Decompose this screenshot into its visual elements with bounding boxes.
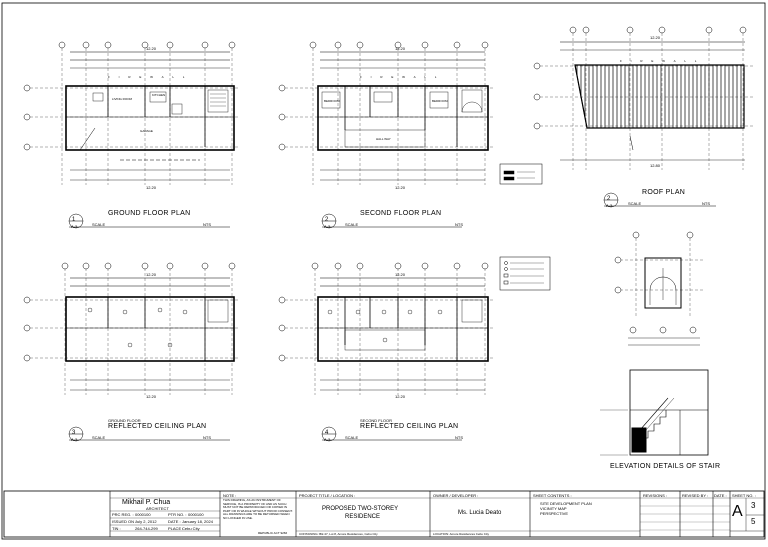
ptr-value: 0000100 xyxy=(188,512,204,517)
architect-name: Mikhail P. Chua xyxy=(122,499,171,506)
roof-overall-dim: 12.20 xyxy=(650,35,661,40)
sf-bottom-dim: 12.20 xyxy=(395,185,406,190)
issued-label: ISSUED ON : xyxy=(112,519,137,524)
sheet-letter: A xyxy=(732,503,743,520)
rcp1-ref: A-3 xyxy=(71,437,78,442)
ground-plan-title: GROUND FLOOR PLAN xyxy=(108,210,191,217)
sheet-contents-header: SHEET CONTENTS : xyxy=(533,493,572,498)
second-plan-nts: NTS xyxy=(455,222,463,227)
ground-floor-plan: F I R E W A L L LIVING ROOM KITCHEN GARA… xyxy=(23,41,240,185)
sheet-content-1: SITE DEVELOPMENT PLAN xyxy=(540,501,592,506)
gf-bottom-dim: 12.20 xyxy=(146,185,157,190)
sheet-number: 3 xyxy=(751,501,756,510)
project-header: PROJECT TITLE / LOCATION : xyxy=(299,493,356,498)
second-plan-num: 2 xyxy=(325,217,329,223)
date-header: DATE : xyxy=(714,493,727,498)
second-floor-plan: F I R E W A L L BEDROOM BEDROOM HALL WAY xyxy=(278,41,495,185)
prc-value: 0000100 xyxy=(135,512,151,517)
sheet-content-3: PERSPECTIVE xyxy=(540,511,569,516)
sheet-content-2: VICINITY MAP xyxy=(540,506,567,511)
ref-label: REPUBLIC ACT 9266 xyxy=(258,531,288,535)
svg-text:HALL WAY: HALL WAY xyxy=(376,137,391,141)
date-value: January 18, 2024 xyxy=(182,519,213,524)
ground-plan-ref: A-3 xyxy=(71,224,78,229)
roof-plan-ref: A-3 xyxy=(606,203,613,208)
tin-value: 264-744-299 xyxy=(135,526,158,531)
svg-text:F I R E W A L L: F I R E W A L L xyxy=(620,59,700,63)
rcp2-bottom-dim: 12.20 xyxy=(395,394,406,399)
gf-overall-dim: 12.20 xyxy=(146,46,157,51)
svg-text:KITCHEN: KITCHEN xyxy=(152,93,165,97)
rcp1-scale: SCALE xyxy=(92,435,106,440)
roof-plan-title: ROOF PLAN xyxy=(642,189,686,196)
ptr-label: PTR NO. : xyxy=(168,512,187,517)
owner-location: LOCATION: Amore Residences Cebu City xyxy=(433,532,489,536)
owner-header: OWNER / DEVELOPER : xyxy=(433,493,479,498)
second-plan-ref: A-3 xyxy=(324,224,331,229)
ground-plan-num: 1 xyxy=(72,217,76,223)
title-block-frame xyxy=(3,490,765,538)
ground-plan-nts: NTS xyxy=(203,222,211,227)
sf-overall-dim: 12.20 xyxy=(395,46,406,51)
svg-text:GARAGE: GARAGE xyxy=(140,129,153,133)
issued-value: July 2, 2012 xyxy=(135,519,157,524)
sheet-border xyxy=(1,2,766,540)
rcp2-ref: A-3 xyxy=(324,437,331,442)
revisions-header: REVISIONS : xyxy=(643,493,668,498)
rcp1-num: 3 xyxy=(72,430,76,436)
stair-title: ELEVATION DETAILS OF STAIR xyxy=(610,463,721,470)
roof-plan-num: 2 xyxy=(607,196,611,202)
sheet-total: 5 xyxy=(751,517,756,526)
tin-label: TIN : xyxy=(112,526,121,531)
project-title-1: PROPOSED TWO-STOREY xyxy=(322,506,399,512)
project-title-2: RESIDENCE xyxy=(345,514,381,520)
second-plan-title: SECOND FLOOR PLAN xyxy=(360,210,442,217)
rcp1-bottom-dim: 12.20 xyxy=(146,394,157,399)
roof-plan: F I R E W A L L xyxy=(533,26,755,170)
svg-text:BEDROOM: BEDROOM xyxy=(324,99,340,103)
roof-plan-nts: NTS xyxy=(702,201,710,206)
rcp2-num: 4 xyxy=(325,430,329,436)
second-plan-scale: SCALE xyxy=(345,222,359,227)
rcp1-nts: NTS xyxy=(203,435,211,440)
svg-text:BEDROOM: BEDROOM xyxy=(432,99,448,103)
rcp-ground-floor xyxy=(23,262,240,395)
svg-text:F I R E W A L L: F I R E W A L L xyxy=(360,75,440,79)
roof-plan-scale: SCALE xyxy=(628,201,642,206)
legend-box-1 xyxy=(499,163,543,185)
rcp1-title: REFLECTED CEILING PLAN xyxy=(108,423,207,430)
note-text: THIS DRAWING, AS AN INSTRUMENT OF SERVIC… xyxy=(223,498,293,520)
rcp-second-floor xyxy=(278,262,495,395)
stair-detail xyxy=(600,231,709,456)
title-bubbles xyxy=(68,192,716,442)
rcp2-title: REFLECTED CEILING PLAN xyxy=(360,423,459,430)
legend-box-2 xyxy=(499,256,551,291)
rcp2-pre: SECOND FLOOR xyxy=(360,418,393,423)
date-label: DATE : xyxy=(168,519,181,524)
prc-label: PRC REG. : xyxy=(112,512,134,517)
owner-name: Ms. Lucia Deato xyxy=(458,510,502,516)
rcp1-overall-dim: 12.20 xyxy=(146,272,157,277)
architect-role: ARCHITECT xyxy=(146,506,169,511)
place-label: PLACE : xyxy=(168,526,184,531)
sheet-no-header: SHEET NO. : xyxy=(732,493,756,498)
svg-text:LIVING ROOM: LIVING ROOM xyxy=(112,97,133,101)
rcp2-overall-dim: 12.20 xyxy=(395,272,406,277)
svg-text:F I R E W A L L: F I R E W A L L xyxy=(108,75,188,79)
roof-bottom-dim: 12.80 xyxy=(650,163,661,168)
project-location: CONTAINING: Blk 47, Lot 8, Amore Residen… xyxy=(299,532,378,536)
rcp2-scale: SCALE xyxy=(345,435,359,440)
ground-plan-scale: SCALE xyxy=(92,222,106,227)
place-value: Cebu City xyxy=(182,526,200,531)
note-header: NOTE : xyxy=(223,493,237,498)
revised-by-header: REVISED BY : xyxy=(682,493,709,498)
rcp2-nts: NTS xyxy=(455,435,463,440)
rcp1-pre: GROUND FLOOR xyxy=(108,418,141,423)
